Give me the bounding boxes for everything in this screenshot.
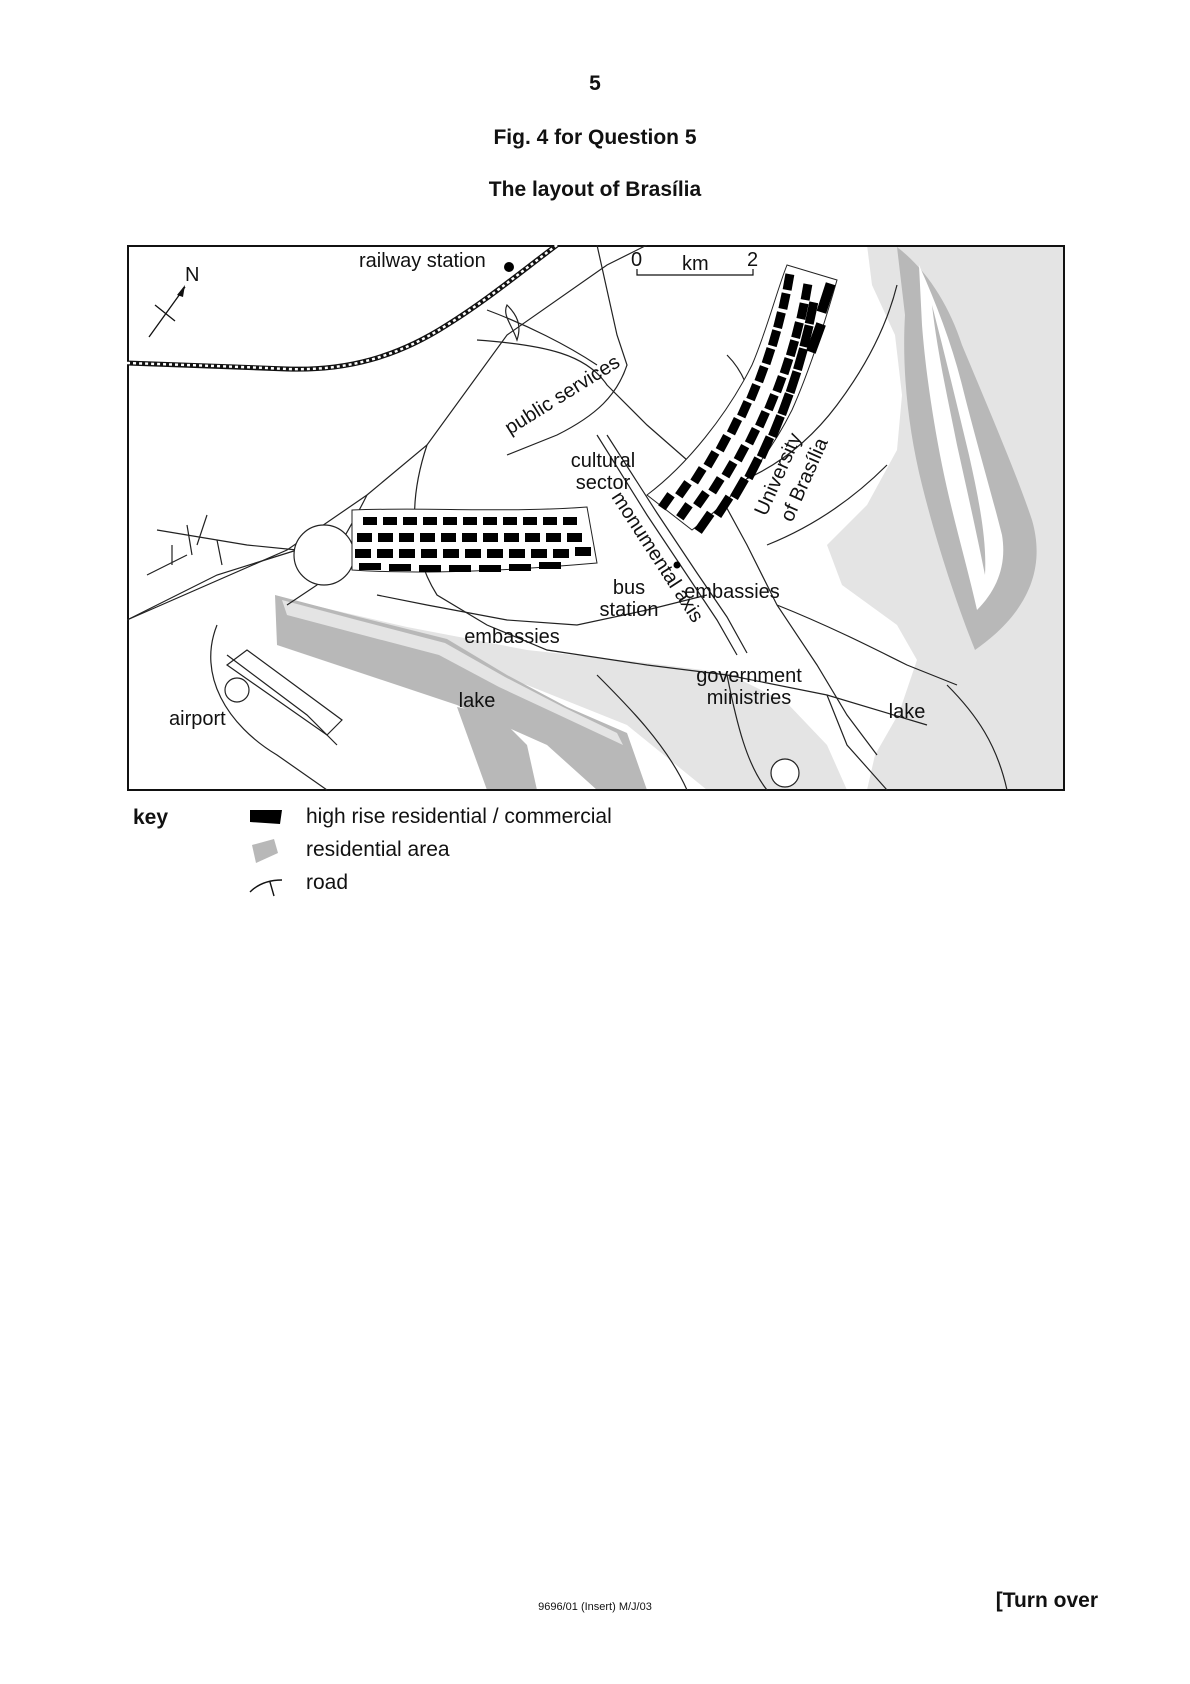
label-cultural: cultural	[571, 450, 635, 472]
label-lake-south: lake	[459, 690, 496, 712]
turn-over-label: [Turn over	[995, 1589, 1098, 1612]
label-station: station	[600, 599, 659, 621]
east-highrise-blocks	[658, 273, 836, 534]
label-government: government	[696, 665, 802, 687]
brasilia-map: N 0 km 2 railway station public services…	[127, 245, 1065, 791]
key-item-label: road	[306, 871, 349, 894]
key-item-road: road	[248, 868, 348, 898]
label-railway-station: railway station	[359, 250, 486, 272]
black-rectangle-icon	[250, 810, 282, 824]
label-ministries: ministries	[707, 687, 791, 709]
west-highrise-blocks	[355, 517, 591, 572]
label-sector: sector	[576, 472, 631, 494]
scale-end: 2	[747, 249, 758, 271]
label-bus: bus	[613, 577, 645, 599]
footer-code: 9696/01 (Insert) M/J/03	[538, 1601, 652, 1613]
key-item-label: residential area	[306, 838, 450, 861]
key-item-residential: residential area	[248, 835, 450, 865]
label-embassies-east: embassies	[684, 581, 780, 603]
scale-start: 0	[631, 249, 642, 271]
key-title: key	[133, 806, 169, 829]
south-residential	[275, 595, 647, 790]
road-line-icon	[249, 879, 283, 897]
figure-title: The layout of Brasília	[488, 178, 702, 201]
key-item-label: high rise residential / commercial	[306, 805, 612, 828]
page-number: 5	[589, 72, 601, 95]
scale-bar: 0 km 2	[631, 249, 758, 276]
scale-unit: km	[682, 253, 709, 275]
monumental-axis	[596, 434, 738, 656]
label-airport: airport	[169, 708, 226, 730]
key-item-highrise: high rise residential / commercial	[248, 802, 612, 832]
figure-caption: Fig. 4 for Question 5	[493, 126, 697, 149]
label-lake-east: lake	[889, 701, 926, 723]
label-embassies-south: embassies	[464, 626, 560, 648]
railway-station-dot	[504, 262, 514, 272]
north-label: N	[185, 264, 199, 286]
label-public-services: public services	[501, 351, 624, 439]
north-arrow: N	[148, 264, 199, 338]
grey-area-icon	[252, 839, 278, 863]
